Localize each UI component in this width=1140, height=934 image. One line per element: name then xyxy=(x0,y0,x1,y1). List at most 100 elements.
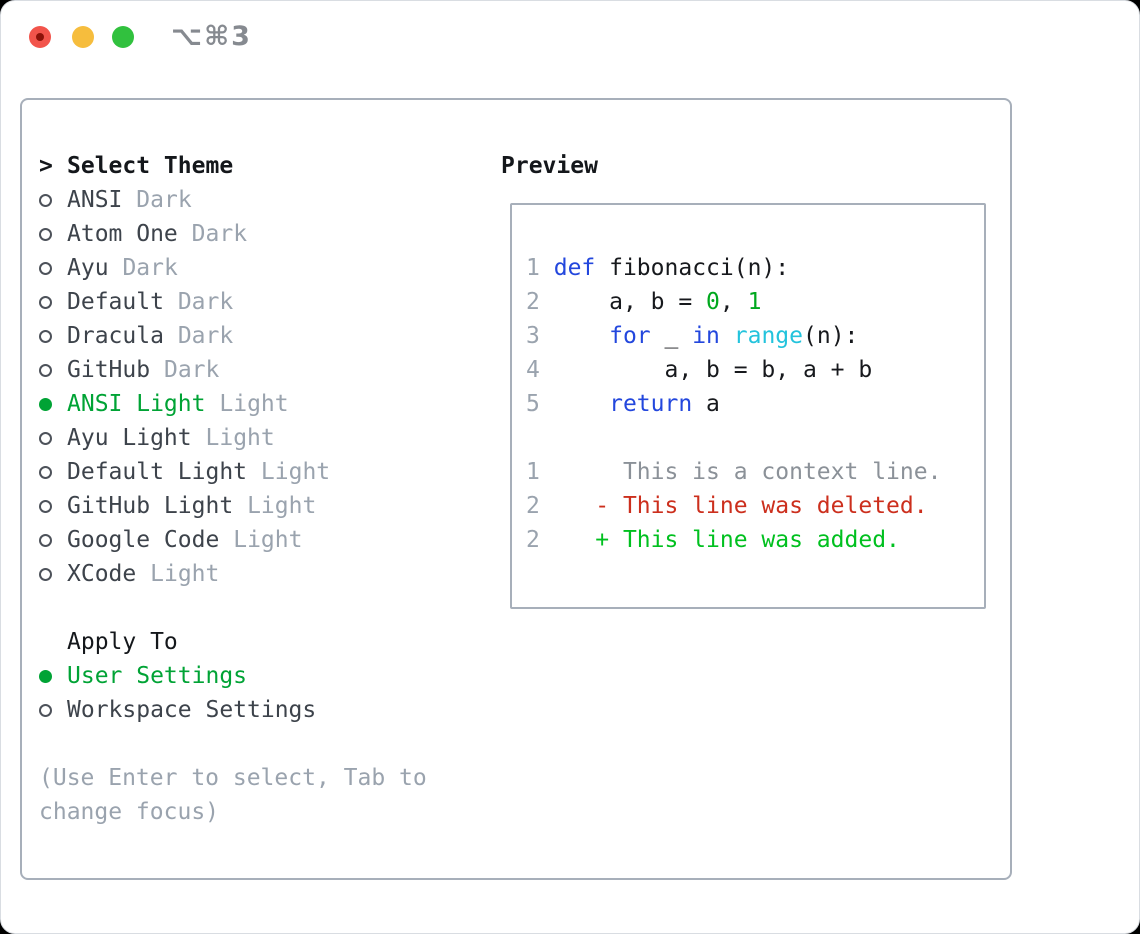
window-title: ⌥⌘3 xyxy=(171,21,252,52)
radio-selected-icon xyxy=(39,669,67,683)
code-segment-keyword: for xyxy=(609,323,651,349)
select-theme-header: > Select Theme xyxy=(39,149,459,183)
code-line: 3 for _ in range(n): xyxy=(526,319,984,353)
theme-variant: Light xyxy=(150,561,220,587)
radio-icon xyxy=(39,499,67,513)
code-segment-deleted: - This line was deleted. xyxy=(595,493,928,519)
code-segment-context: This is a context line. xyxy=(539,459,942,485)
theme-variant: Dark xyxy=(122,255,178,281)
theme-variant: Light xyxy=(219,391,289,417)
code-segment-plain: , xyxy=(719,289,748,315)
code-segment-plain: (n): xyxy=(803,323,859,349)
code-segment-plain xyxy=(540,255,554,281)
code-line: 1 This is a context line. xyxy=(526,455,984,489)
radio-circle xyxy=(39,499,52,513)
theme-option-dracula[interactable]: Dracula Dark xyxy=(39,319,459,353)
radio-icon xyxy=(39,533,67,547)
spacer xyxy=(39,727,459,761)
preview-title: Preview xyxy=(501,153,598,179)
code-line: 1 def fibonacci(n): xyxy=(526,251,984,285)
theme-option-atom-one[interactable]: Atom One Dark xyxy=(39,217,459,251)
theme-name: ANSI xyxy=(67,187,123,213)
radio-circle xyxy=(39,193,52,207)
radio-icon xyxy=(39,567,67,581)
code-segment-plain xyxy=(540,391,609,417)
theme-name: Google Code xyxy=(67,527,220,553)
theme-variant: Dark xyxy=(163,357,220,383)
line-number: 3 xyxy=(526,323,540,349)
close-button[interactable] xyxy=(29,26,51,48)
apply-option-label: User Settings xyxy=(67,663,248,689)
radio-icon xyxy=(39,431,67,445)
theme-option-default-light[interactable]: Default Light Light xyxy=(39,455,459,489)
theme-name: XCode xyxy=(67,561,137,587)
radio-icon xyxy=(39,193,67,207)
code-segment-builtin: range xyxy=(733,323,804,349)
minimize-button[interactable] xyxy=(72,26,94,48)
radio-icon xyxy=(39,295,67,309)
theme-option-xcode[interactable]: XCode Light xyxy=(39,557,459,591)
radio-circle xyxy=(39,567,52,581)
theme-name: Atom One xyxy=(67,221,178,247)
apply-option-user-settings[interactable]: User Settings xyxy=(39,659,459,693)
radio-icon xyxy=(39,363,67,377)
code-segment-number: 1 xyxy=(747,289,762,315)
code-segment-plain: fibonacci(n): xyxy=(595,255,790,281)
line-number: 2 xyxy=(526,527,540,553)
radio-circle xyxy=(39,329,52,343)
radio-circle xyxy=(39,227,52,241)
theme-variant: Dark xyxy=(177,289,234,315)
line-number: 5 xyxy=(526,391,540,417)
code-line: 4 a, b = b, a + b xyxy=(526,353,984,387)
radio-circle xyxy=(39,261,52,275)
code-segment-keyword: return xyxy=(609,391,693,417)
line-number: 4 xyxy=(526,357,540,383)
radio-circle xyxy=(39,397,52,411)
code-line: 2 a, b = 0, 1 xyxy=(526,285,984,319)
code-segment-plain xyxy=(540,323,609,349)
zoom-button[interactable] xyxy=(112,26,134,48)
radio-icon xyxy=(39,227,67,241)
radio-circle xyxy=(39,703,52,717)
apply-to-title: Apply To xyxy=(67,629,178,655)
code-line xyxy=(526,421,984,455)
select-theme-title: Select Theme xyxy=(67,153,234,179)
radio-circle xyxy=(39,295,52,309)
theme-variant: Dark xyxy=(177,323,234,349)
theme-variant: Dark xyxy=(191,221,248,247)
radio-circle xyxy=(39,669,52,683)
theme-variant: Light xyxy=(205,425,275,451)
code-segment-added: + This line was added. xyxy=(595,527,900,553)
code-line: 5 return a xyxy=(526,387,984,421)
code-segment-plain: _ xyxy=(650,323,693,349)
code-segment-plain xyxy=(540,527,595,553)
radio-selected-icon xyxy=(39,397,67,411)
code-segment-keyword: def xyxy=(553,255,596,281)
theme-name: Default Light xyxy=(67,459,248,485)
theme-name: Dracula xyxy=(67,323,164,349)
apply-to-header: Apply To xyxy=(39,625,459,659)
radio-icon xyxy=(39,465,67,479)
theme-variant: Light xyxy=(260,459,331,485)
radio-circle xyxy=(39,465,52,479)
spacer xyxy=(39,591,459,625)
radio-icon xyxy=(39,261,67,275)
code-segment-plain xyxy=(540,493,595,519)
code-segment-plain xyxy=(720,323,734,349)
apply-option-workspace-settings[interactable]: Workspace Settings xyxy=(39,693,459,727)
code-line: 2 - This line was deleted. xyxy=(526,489,984,523)
radio-icon xyxy=(39,329,67,343)
